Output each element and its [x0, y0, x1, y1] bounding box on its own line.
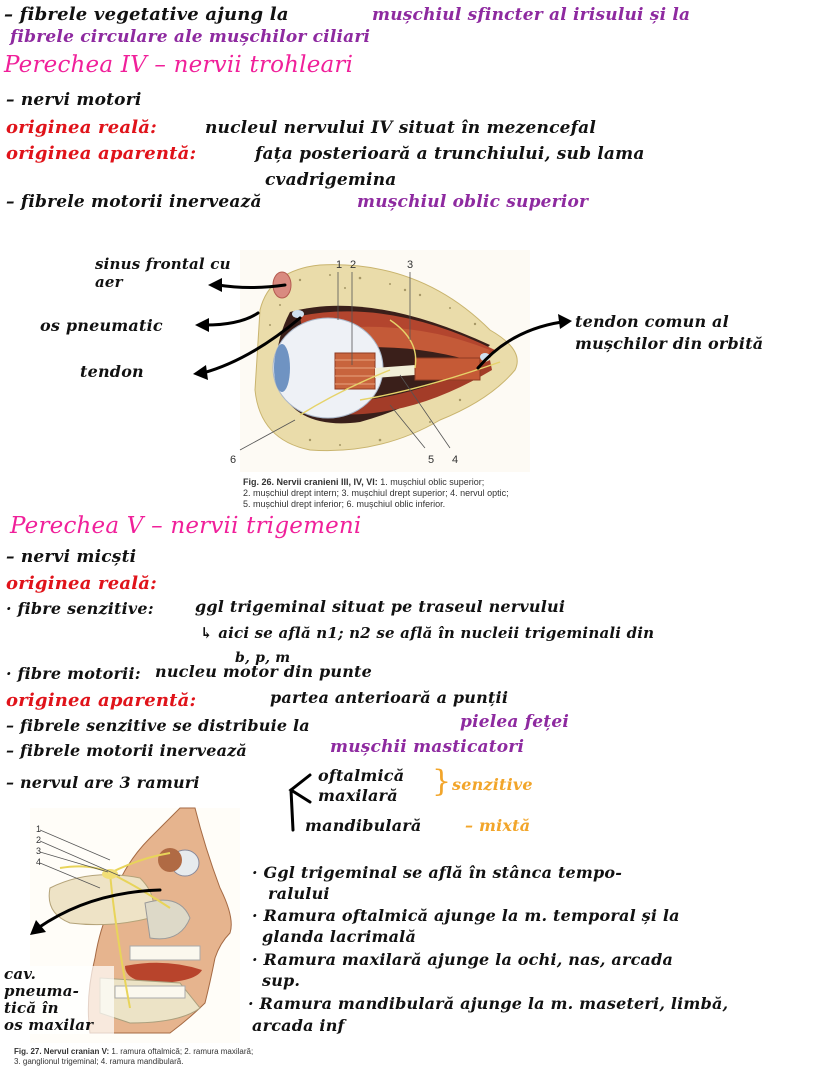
annotation-frontal-sinus: sinus frontal cu aer — [95, 255, 231, 291]
annotation-line: os maxilar — [4, 1016, 94, 1034]
figure-27-caption: Fig. 27. Nervul cranian V: 1. ramura oft… — [14, 1047, 253, 1067]
fig27-number-2: 2 — [36, 835, 42, 845]
pair-v-sensory-distribution: – fibrele senzitive se distribuie la — [6, 716, 310, 735]
pair-iv-real-origin-label: originea reală: — [6, 117, 157, 138]
fig27-number-4: 4 — [36, 857, 42, 867]
figure-27-trigeminal — [30, 807, 240, 1043]
heading-pair-iv: Perechea IV – nervii trohleari — [4, 52, 354, 78]
pair-iv-motor-fibers: – fibrele motorii inervează — [6, 192, 262, 212]
note-line: glanda lacrimală — [262, 927, 417, 946]
annotation-pneumatic-bone: os pneumatic — [40, 316, 163, 335]
arrow-icon-group-fig26 — [193, 278, 572, 380]
figure-26-eye-orbit — [239, 250, 530, 472]
branch-maxillary: maxilară — [318, 786, 398, 805]
branch-bracket-icon — [288, 773, 312, 832]
fig27-caption-title: Fig. 27. Nervul cranian V: — [14, 1047, 110, 1056]
pair-v-motor-innervation-target: mușchii masticatori — [330, 737, 525, 757]
note-line: · Ramura maxilară ajunge la ochi, nas, a… — [252, 950, 674, 969]
annotation-tendon-left: tendon — [80, 362, 144, 381]
fig26-number-3: 3 — [407, 259, 414, 271]
fig26-caption-l2: 2. mușchiul drept intern; 3. mușchiul dr… — [243, 488, 509, 498]
pair-v-motor-label: · fibre motorii: — [6, 664, 141, 683]
pair-iv-type: – nervi motori — [6, 90, 142, 110]
pair-v-apparent-origin-text: partea anterioară a punții — [270, 688, 509, 707]
fig27-number-3: 3 — [36, 846, 42, 856]
fig27-caption-l1: 1. ramura oftalmică; 2. ramura maxilară; — [111, 1047, 254, 1056]
fig27-number-1: 1 — [36, 824, 42, 834]
note-line: · Ramura mandibulară ajunge la m. masete… — [248, 994, 729, 1013]
pair-v-apparent-origin-label: originea aparentă: — [6, 690, 197, 711]
annotation-line: pneuma- — [4, 982, 80, 1000]
fig26-number-4: 4 — [452, 454, 459, 466]
branch-mandibular: mandibulară — [305, 816, 422, 835]
intro-line-black: – fibrele vegetative ajung la — [4, 4, 289, 25]
annotation-line: cav. — [4, 965, 37, 983]
pair-v-sensory-sub: ↳ aici se află n1; n2 se află în nucleii… — [200, 624, 655, 642]
fig26-caption-title: Fig. 26. Nervii cranieni III, IV, VI: — [243, 477, 378, 487]
pair-v-motor-innervation: – fibrele motorii inervează — [6, 741, 247, 760]
intro-line2-purple: fibrele circulare ale mușchilor ciliari — [10, 27, 371, 47]
fig26-caption-l3: 5. mușchiul drept inferior; 6. mușchiul … — [243, 499, 446, 509]
mixed-branch-note: – mixtă — [465, 816, 531, 835]
fig26-number-1: 1 — [336, 259, 343, 271]
pair-iv-apparent-origin-text: fața posterioară a trunchiului, sub lama — [255, 144, 645, 164]
pair-v-sensory-text: ggl trigeminal situat pe traseul nervulu… — [195, 597, 566, 616]
pair-iv-apparent-origin-cont: cvadrigemina — [265, 170, 397, 190]
fig27-caption-l2: 3. ganglionul trigeminal; 4. ramura mand… — [14, 1057, 184, 1066]
pair-v-type: – nervi micști — [6, 547, 137, 567]
annotation-maxillary-sinus: cav. pneuma- tică în os maxilar — [4, 966, 114, 1034]
pair-iv-apparent-origin-label: originea aparentă: — [6, 143, 197, 164]
fig26-number-5: 5 — [428, 454, 435, 466]
heading-pair-v: Perechea V – nervii trigemeni — [10, 513, 362, 539]
branch-ophthalmic: oftalmică — [318, 766, 405, 785]
note-line: ralului — [268, 884, 330, 903]
pair-iv-real-origin-text: nucleul nervului IV situat în mezencefal — [205, 118, 597, 138]
pair-v-sensory-sub2: b, p, m — [235, 650, 291, 666]
annotation-line: tică în — [4, 999, 59, 1017]
note-line: · Ramura oftalmică ajunge la m. temporal… — [252, 906, 680, 925]
pair-v-branches-intro: – nervul are 3 ramuri — [6, 773, 200, 792]
note-line: arcada inf — [252, 1016, 345, 1035]
fig26-number-2: 2 — [350, 259, 357, 271]
fig26-number-6: 6 — [230, 454, 237, 466]
fig26-caption-l1: 1. mușchiul oblic superior; — [380, 477, 485, 487]
pair-v-motor-text: nucleu motor din punte — [155, 662, 373, 681]
pair-iv-motor-fibers-target: mușchiul oblic superior — [357, 192, 589, 212]
pair-v-sensory-distribution-target: pielea feței — [460, 712, 570, 732]
intro-line-purple: mușchiul sfincter al irisului și la — [372, 5, 691, 25]
pair-v-sensory-label: · fibre senzitive: — [6, 599, 154, 618]
note-line: · Ggl trigeminal se află în stânca tempo… — [252, 863, 623, 882]
note-line: sup. — [262, 971, 301, 990]
curly-brace-icon: } — [432, 764, 452, 799]
pair-v-real-origin-label: originea reală: — [6, 573, 157, 594]
figure-26-caption: Fig. 26. Nervii cranieni III, IV, VI: 1.… — [243, 477, 543, 510]
arrow-icon-fig27 — [30, 888, 162, 935]
sensory-group-note: senzitive — [452, 775, 533, 794]
annotation-common-tendon: tendon comun al mușchilor din orbită — [575, 312, 764, 353]
